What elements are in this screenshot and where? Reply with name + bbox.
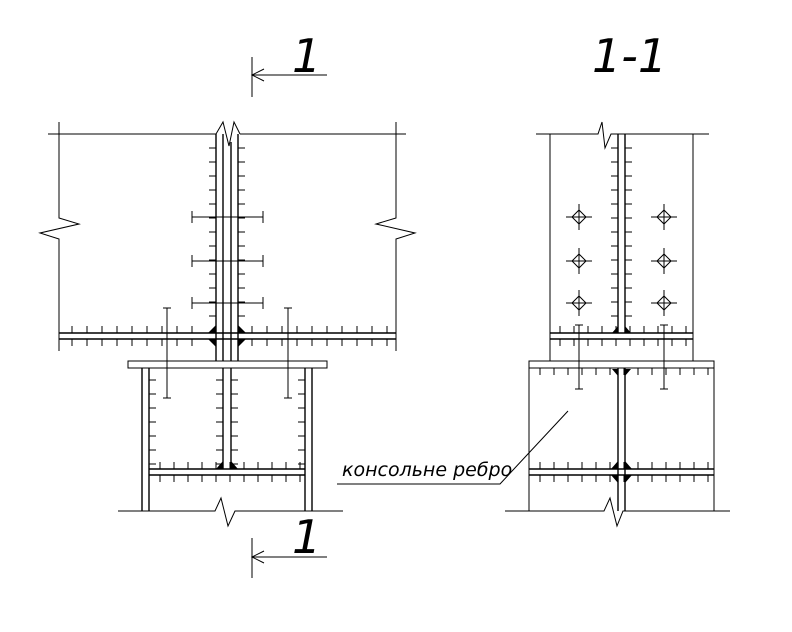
bolt-rows (163, 211, 292, 399)
column-plates (209, 120, 245, 361)
section-cut-marker-bottom: 1 (250, 510, 327, 578)
left-elevation-view: 1 (38, 29, 417, 578)
section-base-plate (528, 360, 715, 369)
lower-section-column (505, 368, 730, 528)
bolt-symbols (566, 204, 677, 316)
column-ticks (209, 147, 245, 317)
section-marker-top-label: 1 (292, 29, 321, 83)
annotation-label: консольне ребро (342, 459, 512, 481)
lower-column (118, 368, 343, 528)
welds-left (208, 325, 246, 469)
lower-column-ticks (149, 379, 305, 482)
base-plate (127, 360, 328, 369)
section-long-bolts (575, 324, 668, 390)
section-marker-bottom-label: 1 (292, 510, 321, 564)
section-cut-marker-top: 1 (250, 29, 327, 97)
upper-section-column (536, 121, 709, 482)
flange-ticks-left (71, 326, 388, 346)
annotation-leader: консольне ребро (337, 410, 569, 485)
beam-outline (38, 122, 417, 351)
section-ticks (539, 147, 709, 482)
section-title: 1-1 (592, 29, 667, 83)
section-view: 1-1 (337, 29, 730, 528)
welds-section (611, 326, 632, 483)
